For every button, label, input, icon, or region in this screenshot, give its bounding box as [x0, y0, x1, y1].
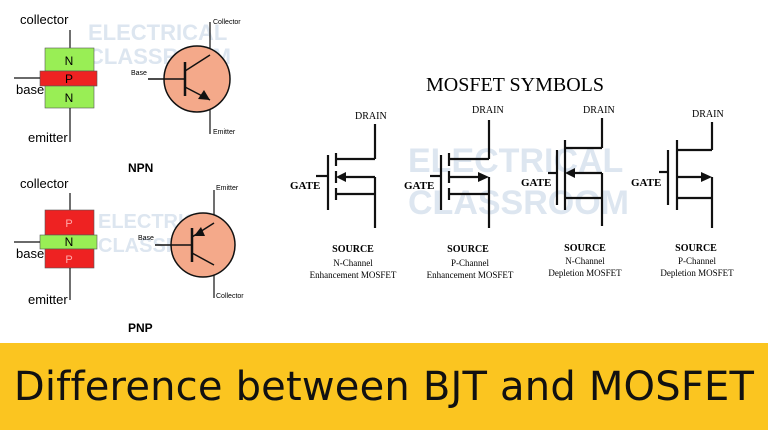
- mosfet-symbol-n-depletion: DRAIN GATE SOURCE N-Channel Depletion MO…: [521, 105, 622, 278]
- pnp-collector-label: collector: [20, 176, 69, 191]
- title-banner: Difference between BJT and MOSFET: [0, 343, 768, 430]
- mosfet-3-source: SOURCE: [564, 243, 606, 254]
- mosfet-3-gate: GATE: [521, 177, 551, 189]
- mosfet-1-gate: GATE: [290, 180, 320, 192]
- mosfet-1-drain: DRAIN: [355, 111, 387, 122]
- bjt-mosfet-diagram: ELECTRICAL CLASSROOM ELECTRICAL CLASSROO…: [14, 12, 734, 335]
- mosfet-symbol-n-enhancement: DRAIN GATE SOURCE N-Channel Enhancement …: [290, 111, 397, 280]
- mosfet-1-line1: N-Channel: [333, 258, 373, 268]
- mosfet-4-drain: DRAIN: [692, 109, 724, 120]
- mosfet-3-line2: Depletion MOSFET: [548, 268, 622, 278]
- mosfet-symbol-p-depletion: DRAIN GATE SOURCE P-Channel Depletion MO…: [631, 109, 734, 278]
- banner-title: Difference between BJT and MOSFET: [13, 363, 755, 410]
- pnp-caption: PNP: [128, 321, 153, 335]
- npn-symbol-collector: Collector: [213, 19, 241, 26]
- mosfet-4-source: SOURCE: [675, 243, 717, 254]
- npn-layer-3: N: [65, 91, 74, 105]
- pnp-emitter-label: emitter: [28, 292, 68, 307]
- pnp-emitter-arrow-icon: [194, 227, 205, 236]
- npn-symbol-base: Base: [131, 70, 147, 77]
- pnp-symbol-collector: Collector: [216, 293, 244, 300]
- pnp-layer-2: N: [65, 235, 74, 249]
- mosfet-3-arrow-icon: [565, 168, 575, 178]
- watermark-line1: ELECTRICAL: [88, 20, 227, 45]
- npn-emitter-arrow-icon: [198, 90, 210, 100]
- mosfet-heading: MOSFET SYMBOLS: [426, 74, 604, 96]
- mosfet-3-icon: [548, 118, 604, 226]
- pnp-symbol-base: Base: [138, 235, 154, 242]
- mosfet-2-arrow-icon: [478, 172, 489, 182]
- mosfet-1-line2: Enhancement MOSFET: [310, 270, 397, 280]
- npn-symbol-emitter: Emitter: [213, 129, 236, 136]
- mosfet-4-line1: P-Channel: [678, 256, 716, 266]
- mosfet-1-arrow-icon: [336, 172, 346, 182]
- mosfet-4-arrow-icon: [701, 172, 712, 182]
- watermark-line2-mosfet: CLASSROOM: [408, 184, 629, 222]
- mosfet-symbol-p-enhancement: DRAIN GATE SOURCE P-Channel Enhancement …: [404, 105, 514, 280]
- npn-emitter-label: emitter: [28, 130, 68, 145]
- mosfet-2-line1: P-Channel: [451, 258, 489, 268]
- mosfet-2-line2: Enhancement MOSFET: [427, 270, 514, 280]
- mosfet-1-source: SOURCE: [332, 244, 374, 255]
- pnp-section: collector P N P base emitter Emitter Bas…: [14, 176, 244, 335]
- mosfet-3-drain: DRAIN: [583, 105, 615, 116]
- pnp-base-label: base: [16, 246, 44, 261]
- npn-section: collector N P N base emitter Collector B…: [14, 12, 241, 175]
- pnp-layer-3: P: [65, 254, 72, 266]
- pnp-symbol-emitter: Emitter: [216, 185, 239, 192]
- mosfet-3-line1: N-Channel: [565, 256, 605, 266]
- mosfet-4-icon: [659, 122, 714, 228]
- npn-collector-label: collector: [20, 12, 69, 27]
- mosfet-4-gate: GATE: [631, 177, 661, 189]
- pnp-layer-1: P: [65, 218, 72, 230]
- npn-transistor-icon: [148, 22, 231, 134]
- npn-layer-2: P: [65, 72, 73, 86]
- mosfet-4-line2: Depletion MOSFET: [660, 268, 734, 278]
- mosfet-2-icon: [430, 120, 491, 228]
- mosfet-2-source: SOURCE: [447, 244, 489, 255]
- npn-layer-1: N: [65, 54, 74, 68]
- mosfet-2-drain: DRAIN: [472, 105, 504, 116]
- mosfet-2-gate: GATE: [404, 180, 434, 192]
- pnp-transistor-icon: [155, 190, 236, 298]
- npn-base-label: base: [16, 82, 44, 97]
- watermark: ELECTRICAL CLASSROOM ELECTRICAL CLASSROO…: [88, 20, 629, 257]
- npn-caption: NPN: [128, 161, 153, 175]
- pnp-layer-p-top: [44, 209, 95, 236]
- mosfet-1-icon: [316, 124, 377, 228]
